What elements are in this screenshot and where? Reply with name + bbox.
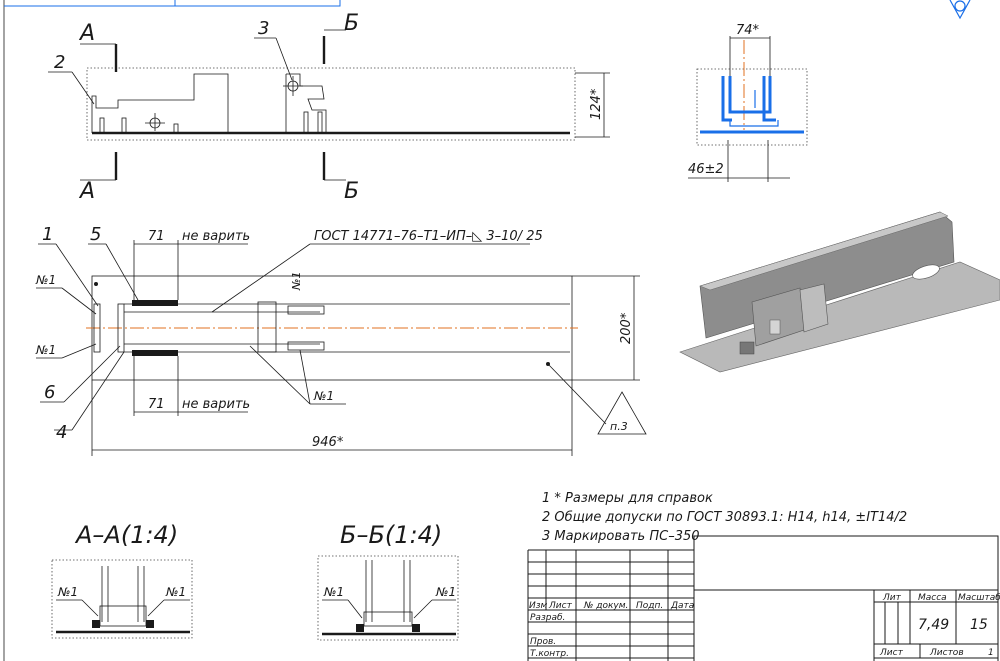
triangle-note: п.3 <box>610 420 628 433</box>
mass-value: 7,49 <box>918 617 949 633</box>
section-label-b-bottom: Б <box>344 179 359 204</box>
weld-n1-c: №1 <box>313 389 334 403</box>
isometric-view <box>679 211 1000 373</box>
row-razrab: Разраб. <box>530 613 565 623</box>
callout-1: 1 <box>42 224 53 245</box>
dim-length-946: 946* <box>312 435 344 450</box>
no-weld-bottom: не варить <box>182 397 250 412</box>
dim-46: 46±2 <box>688 162 724 177</box>
section-label-a-top: А <box>78 21 95 46</box>
sheets-value: 1 <box>988 648 994 658</box>
dim-71-bottom: 71 <box>148 397 165 412</box>
note-triangle-icon <box>597 391 647 435</box>
col-sign: Подп. <box>636 601 663 611</box>
note-1: 1 * Размеры для справок <box>542 491 713 506</box>
lit-label: Лит <box>882 593 902 603</box>
scale-value: 15 <box>970 617 988 633</box>
scale-label: Масштаб <box>958 593 1000 603</box>
center-mark-icon <box>283 76 303 96</box>
col-izm: Изм <box>529 601 548 611</box>
section-label-a-bottom: А <box>78 179 95 204</box>
dim-74: 74* <box>736 23 760 38</box>
row-tkontr: Т.контр. <box>530 649 569 659</box>
bb-n1-right: №1 <box>435 585 456 599</box>
weld-n1-a: №1 <box>35 273 56 287</box>
col-doc: № докум. <box>583 601 628 611</box>
front-view: А А Б Б 2 3 124* <box>48 11 610 204</box>
technical-notes: 1 * Размеры для справок 2 Общие допуски … <box>542 491 907 544</box>
weld-seam <box>132 300 178 306</box>
weld-n1-vertical: №1 <box>290 272 303 291</box>
col-list: Лист <box>548 601 573 611</box>
no-weld-top: не варить <box>182 229 250 244</box>
section-bb-title: Б–Б(1:4) <box>340 521 442 549</box>
bb-n1-left: №1 <box>323 585 344 599</box>
weld-seam <box>132 350 178 356</box>
section-label-b-top: Б <box>344 11 359 36</box>
col-date: Дата <box>670 601 694 611</box>
aa-n1-right: №1 <box>165 585 186 599</box>
sheet-frame <box>3 0 341 661</box>
center-mark-icon <box>145 113 165 131</box>
callout-4: 4 <box>56 422 67 443</box>
sheets-label: Листов <box>929 648 964 658</box>
roughness-icon <box>949 0 971 20</box>
dim-71-top: 71 <box>148 229 165 244</box>
callout-3: 3 <box>258 18 269 39</box>
callout-6: 6 <box>44 382 55 403</box>
section-bb: Б–Б(1:4) №1 №1 <box>317 521 459 641</box>
weld-n1-b: №1 <box>35 343 56 357</box>
weld-standard-note: ГОСТ 14771–76–Т1–ИП–◺ 3–10/ 25 <box>314 229 543 244</box>
mass-label: Масса <box>918 593 947 603</box>
section-aa-title: А–А(1:4) <box>74 521 178 549</box>
section-aa: А–А(1:4) №1 №1 <box>51 521 193 639</box>
title-block: Изм Лист № докум. Подп. Дата Разраб. Про… <box>527 535 1000 661</box>
callout-2: 2 <box>54 52 65 73</box>
dim-width-200: 200* <box>619 312 634 344</box>
end-view: 74* 46±2 <box>688 23 808 182</box>
note-3: 3 Маркировать ПС–350 <box>542 529 700 544</box>
row-prov: Пров. <box>530 637 556 647</box>
note-2: 2 Общие допуски по ГОСТ 30893.1: H14, h1… <box>542 510 907 525</box>
plan-view: 71 не варить 71 не варить ГОСТ 14771–76–… <box>35 224 647 456</box>
dim-height-124: 124* <box>589 88 604 120</box>
callout-5: 5 <box>90 224 101 245</box>
sheet-label: Лист <box>879 648 904 658</box>
aa-n1-left: №1 <box>57 585 78 599</box>
